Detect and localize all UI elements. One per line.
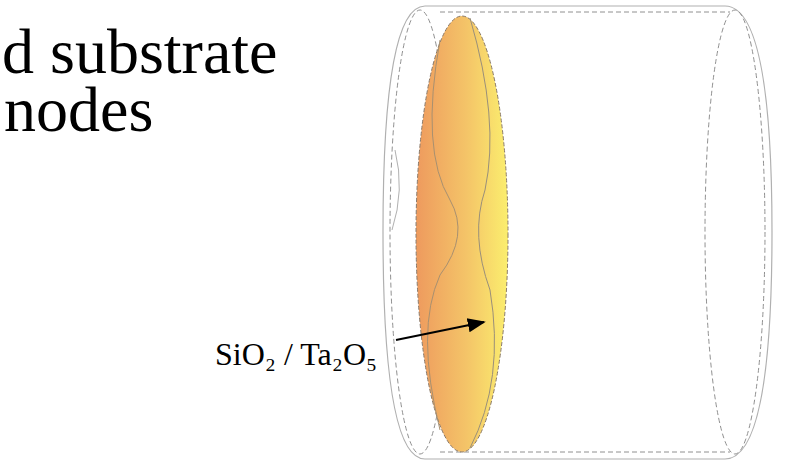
mode-shape-line xyxy=(428,40,459,430)
mode-shape-line xyxy=(470,18,495,448)
heading-text: nodes xyxy=(4,78,153,142)
leader-arrow xyxy=(396,322,484,340)
coating-label: SiO₂ / Ta₂O₅ xyxy=(215,338,377,370)
substrate-outline xyxy=(383,6,772,459)
substrate-edge xyxy=(440,452,730,453)
coating-layer xyxy=(416,16,508,452)
mode-shape-line xyxy=(392,150,399,230)
heading-text: d substrate xyxy=(2,20,278,84)
substrate-back-face xyxy=(705,10,765,454)
substrate-edge xyxy=(440,12,730,13)
